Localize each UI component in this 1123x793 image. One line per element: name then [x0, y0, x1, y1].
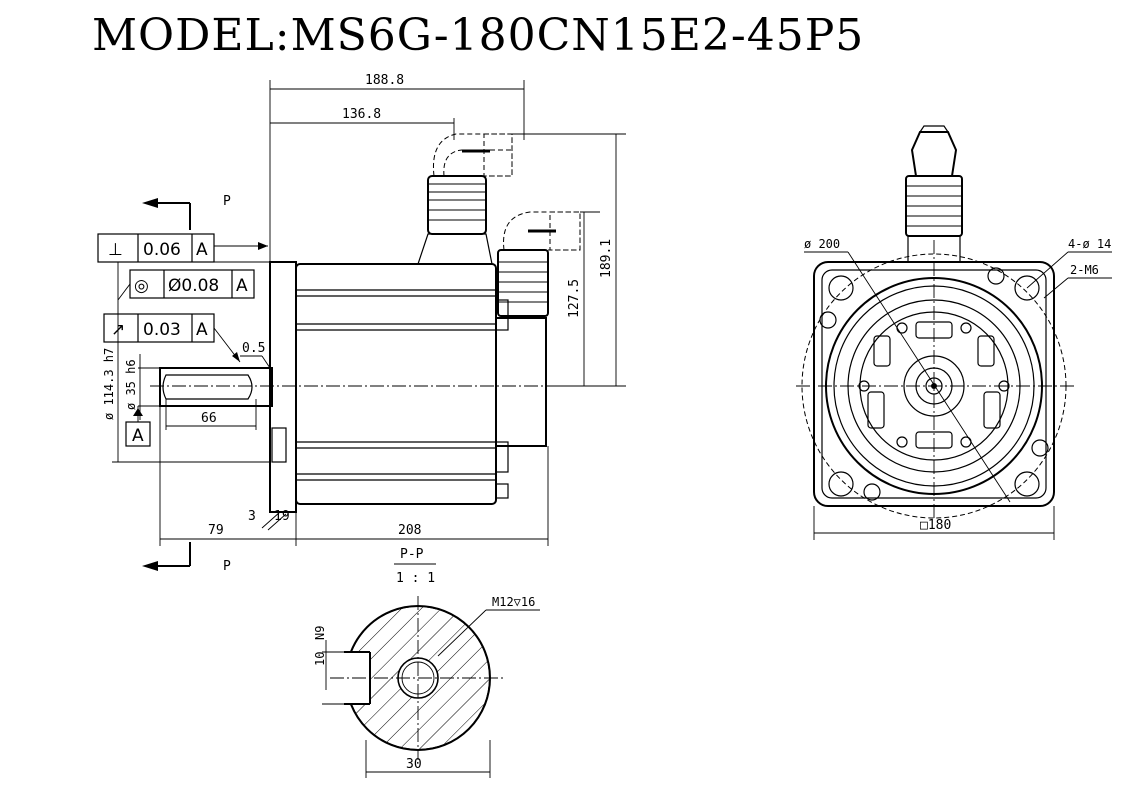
perpendicularity-frame: ⊥ 0.06 A	[97, 233, 268, 263]
perpendicularity-icon: ⊥	[108, 240, 123, 260]
side-dimensions: 188.8 136.8 189.1 127.5 0.5 ø 114.3 h7 ø…	[102, 73, 626, 546]
dim-0-5: 0.5	[242, 341, 265, 356]
perpendicularity-tolerance: 0.06	[143, 240, 181, 260]
dim-key-depth: 10	[313, 652, 327, 666]
front-view: ø 200 2-M6 4-ø 14 2-M6 □180	[796, 125, 1112, 540]
dim-center-thread: M12▽16	[492, 595, 535, 609]
power-connector	[417, 133, 513, 265]
datum-a: A	[125, 406, 151, 447]
section-view: P-P 1 : 1 M12▽16 N9 10 30	[313, 547, 540, 778]
dim-key-width: N9	[313, 626, 327, 640]
dim-19: 19	[274, 509, 290, 524]
encoder-connector	[497, 211, 581, 317]
dim-79: 79	[208, 523, 224, 538]
mount-holes	[819, 267, 1049, 501]
motor-body	[295, 263, 497, 505]
dim-136-8: 136.8	[342, 107, 381, 122]
rear-cap	[495, 317, 547, 447]
dim-30: 30	[406, 757, 422, 772]
datum-a-label: A	[132, 426, 144, 446]
dim-mount-holes-label: 4-ø 14	[1068, 237, 1111, 251]
flange-pilot	[271, 427, 287, 463]
dim-bolt-circle: ø 200	[804, 237, 840, 251]
section-scale: 1 : 1	[396, 571, 435, 586]
section-title: P-P	[400, 547, 424, 562]
dim-flange-square: □180	[920, 518, 951, 533]
concentricity-icon: ◎	[134, 276, 149, 296]
rear-lug-bottom	[495, 441, 509, 473]
shaft-key	[162, 374, 253, 400]
dim-pilot-diameter: ø 114.3 h7	[102, 348, 116, 420]
section-markers: P P	[142, 194, 231, 574]
section-marker-bottom: P	[223, 559, 231, 574]
dim-shaft-diameter: ø 35 h6	[124, 359, 138, 410]
shaft-outline	[159, 367, 273, 407]
concentricity-frame: ◎ Ø0.08 A	[117, 269, 255, 301]
runout-tolerance: 0.03	[143, 320, 181, 340]
model-title: MODEL:MS6G-180CN15E2-45P5	[92, 10, 865, 61]
runout-datum: A	[196, 320, 208, 340]
dim-189-1: 189.1	[599, 239, 614, 278]
side-view	[150, 133, 581, 513]
front-connector	[905, 125, 963, 263]
perpendicularity-datum: A	[196, 240, 208, 260]
rear-lug-low	[495, 483, 509, 499]
runout-icon: ↗	[111, 320, 125, 340]
dim-3: 3	[248, 509, 256, 524]
dim-127-5: 127.5	[567, 279, 582, 318]
dim-188-8: 188.8	[365, 73, 404, 88]
section-marker-top: P	[223, 194, 231, 209]
concentricity-tolerance: Ø0.08	[168, 276, 219, 296]
dim-tapped-holes: 2-M6	[1070, 263, 1099, 277]
cooling-fins	[296, 289, 496, 481]
concentricity-datum: A	[236, 276, 248, 296]
gdt-frames: ⊥ 0.06 A ◎ Ø0.08 A ↗ 0.03 A A	[97, 233, 268, 447]
runout-frame: ↗ 0.03 A	[103, 313, 241, 363]
dim-66: 66	[201, 411, 217, 426]
flange	[269, 261, 297, 513]
dim-208: 208	[398, 523, 421, 538]
